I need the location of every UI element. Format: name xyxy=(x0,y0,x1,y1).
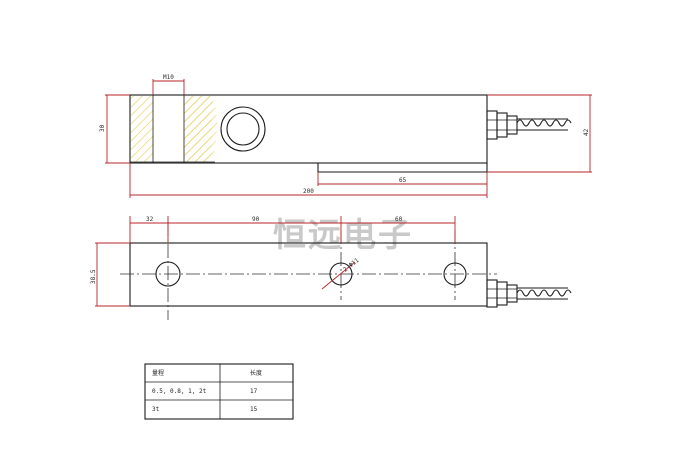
top-view-hole-1 xyxy=(329,262,353,286)
dim-60: 60 xyxy=(395,216,403,223)
top-view-mount-hole xyxy=(155,261,181,287)
dim-height-bottom: 38.5 xyxy=(90,269,97,284)
watermark-text: 恒远电子 xyxy=(273,215,413,254)
dim-32: 32 xyxy=(146,216,154,223)
side-view-hole-inner xyxy=(226,112,260,146)
hatch-curve xyxy=(184,96,217,162)
dim-200: 200 xyxy=(303,188,314,195)
side-view: M10 30 42 65 200 xyxy=(99,74,592,198)
cable-gland-top xyxy=(486,110,572,140)
spec-table: 量程 长度 0.5, 0.8, 1, 2t 17 3t 15 xyxy=(144,363,294,420)
cable-spring-top xyxy=(516,119,572,127)
side-view-hole-outer xyxy=(220,106,266,152)
dim-height-left: 30 xyxy=(99,124,106,132)
table-row-2-range: 3t xyxy=(152,406,160,413)
table-row-2-length: 15 xyxy=(250,406,258,413)
dim-m10: M10 xyxy=(163,74,174,81)
table-header-length: 长度 xyxy=(250,369,262,377)
table-row-1-length: 17 xyxy=(250,388,258,395)
top-view-hole-2 xyxy=(443,262,467,286)
table-row-1-range: 0.5, 0.8, 1, 2t xyxy=(152,388,207,395)
side-view-step xyxy=(215,162,488,173)
hatch-left xyxy=(131,96,153,162)
table-header-range: 量程 xyxy=(152,369,164,377)
dim-height-right: 42 xyxy=(583,128,590,136)
cable-spring-bottom xyxy=(516,289,572,297)
dim-65: 65 xyxy=(399,177,407,184)
side-view-body xyxy=(129,94,488,164)
cable-gland-bottom xyxy=(486,279,572,308)
dim-90: 90 xyxy=(252,216,260,223)
top-view-body xyxy=(129,242,488,307)
